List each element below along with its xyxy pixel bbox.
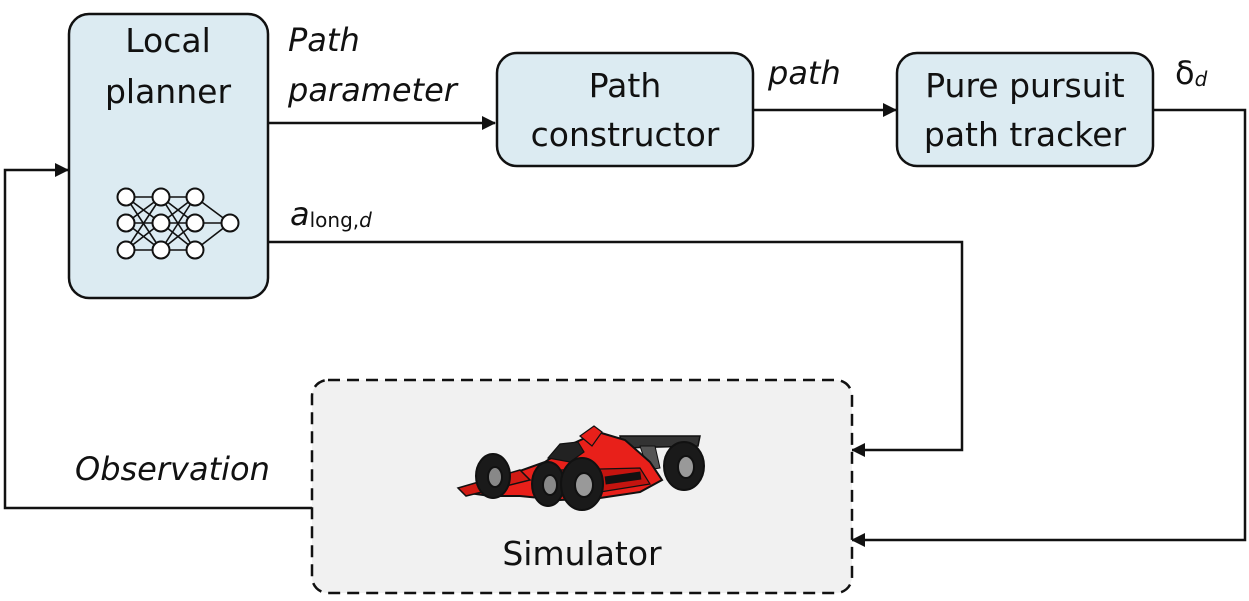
path-constructor-label-line1: Path	[589, 66, 662, 105]
path-constructor-block: Path constructor	[495, 51, 755, 168]
acceleration-subscript-d: d	[359, 208, 372, 232]
local-planner-label-line1: Local	[125, 21, 211, 60]
path-parameter-label-line2: parameter	[287, 71, 459, 109]
path-label: path	[767, 54, 841, 92]
pure-pursuit-block: Pure pursuit path tracker	[895, 51, 1155, 168]
simulator-block: Simulator	[310, 378, 854, 595]
local-planner-label-line2: planner	[105, 72, 231, 111]
observation-label: Observation	[75, 450, 270, 488]
path-constructor-label-line2: constructor	[531, 115, 720, 154]
neural-network-icon	[116, 187, 240, 260]
steering-subscript: d	[1195, 67, 1208, 91]
pure-pursuit-label-line1: Pure pursuit	[925, 66, 1125, 105]
wire-steering	[851, 108, 1247, 547]
path-parameter-label-line1: Path	[288, 21, 360, 59]
wire-acceleration	[268, 240, 964, 457]
local-planner-block: Local planner	[67, 12, 270, 300]
pure-pursuit-label-line2: path tracker	[924, 115, 1127, 154]
race-car-icon	[456, 425, 705, 511]
acceleration-label: along,d	[290, 195, 372, 233]
steering-symbol: δ	[1175, 54, 1195, 92]
simulator-label: Simulator	[502, 534, 662, 573]
acceleration-subscript: long,	[310, 208, 360, 232]
acceleration-symbol: a	[290, 195, 310, 233]
wire-observation	[3, 163, 312, 510]
steering-label: δd	[1175, 54, 1208, 92]
